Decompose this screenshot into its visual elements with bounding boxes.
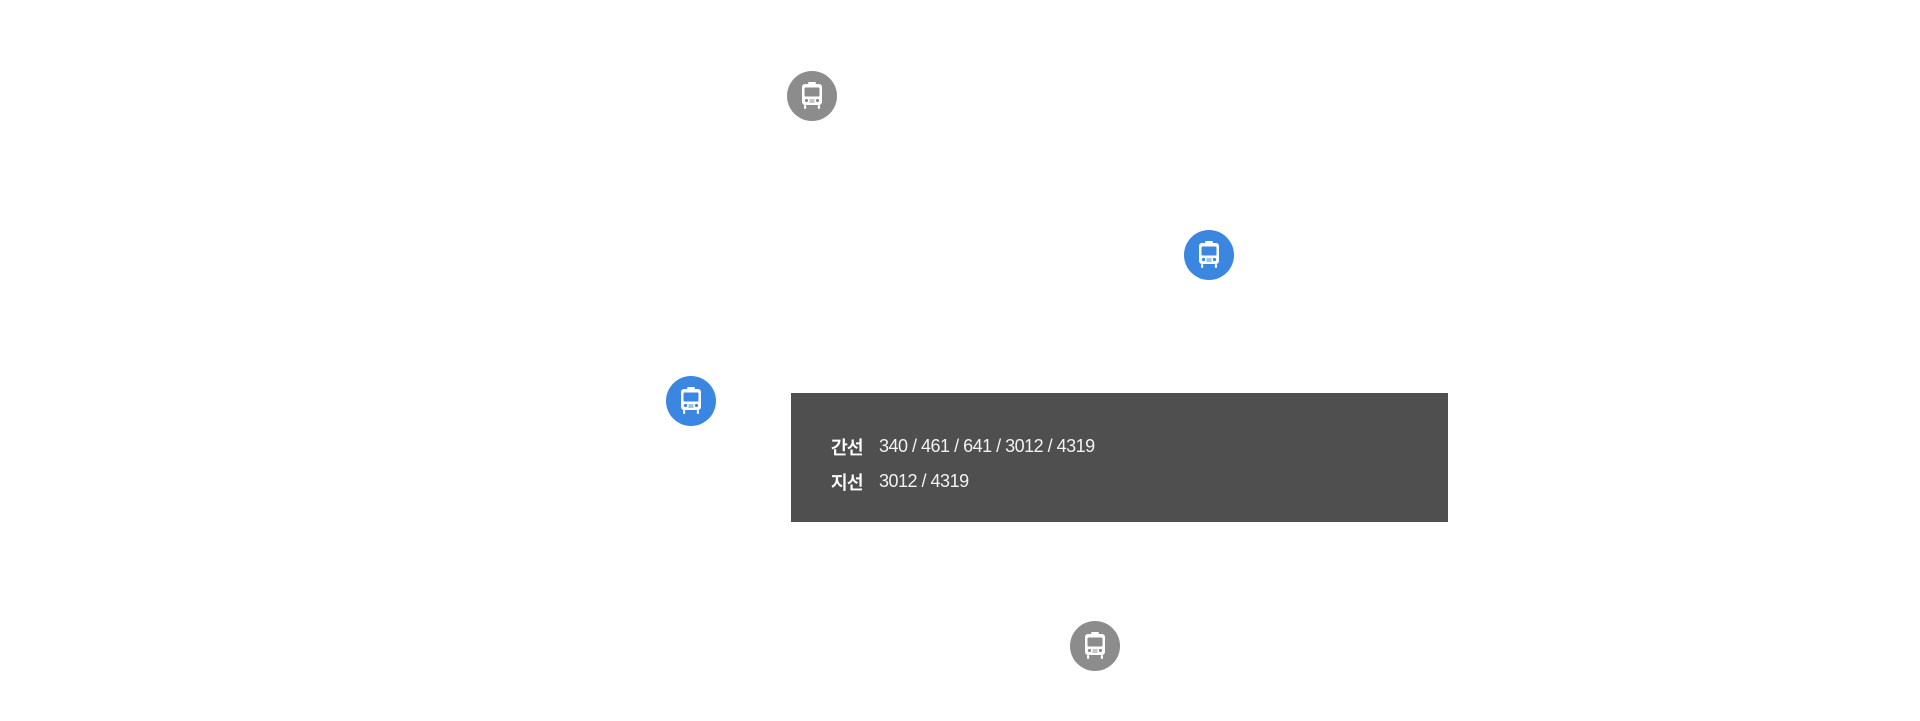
bus-icon: [1085, 632, 1105, 659]
bus-icon: [681, 387, 701, 414]
route-numbers: 3012 / 4319: [879, 471, 969, 491]
route-info-tooltip: 간선 340 / 461 / 641 / 3012 / 4319 지선 3012…: [791, 393, 1448, 522]
route-type-label: 간선: [831, 437, 864, 458]
route-row-trunk: 간선 340 / 461 / 641 / 3012 / 4319: [831, 429, 1448, 464]
bus-stop-marker-2[interactable]: [1184, 230, 1234, 280]
bus-stop-marker-3[interactable]: [666, 376, 716, 426]
route-numbers: 340 / 461 / 641 / 3012 / 4319: [879, 436, 1095, 456]
bus-stop-marker-1[interactable]: [787, 71, 837, 121]
bus-stop-marker-4[interactable]: [1070, 621, 1120, 671]
route-type-label: 지선: [831, 472, 864, 493]
route-row-branch: 지선 3012 / 4319: [831, 464, 1448, 499]
bus-icon: [1199, 241, 1219, 268]
bus-icon: [802, 82, 822, 109]
